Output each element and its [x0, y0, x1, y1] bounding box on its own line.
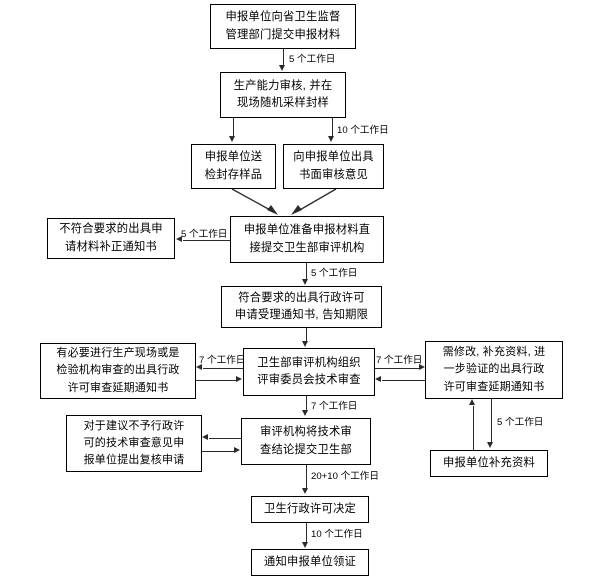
node-onsite-inspection-extension-notice[interactable]: 有必要进行生产现场或是 检验机构审查的出具行政 许可审查延期通知书 [40, 343, 196, 399]
arrowhead-n12-n14 [302, 488, 309, 494]
node-ministry-technical-review[interactable]: 卫生部审评机构组织 评审委员会技术审查 [243, 348, 375, 396]
edge-label-n9-n12: 7 个工作日 [311, 401, 358, 412]
node-line: 请材料补正通知书 [65, 240, 157, 253]
edge-n2-n3 [233, 118, 234, 137]
node-issue-written-opinion[interactable]: 向申报单位出具 书面审核意见 [283, 144, 384, 189]
node-line: 申请受理通知书, 告知期限 [234, 309, 369, 321]
edge-label-n2-n4: 10 个工作日 [337, 125, 389, 136]
arrowhead-n7-n9 [302, 341, 309, 347]
node-line: 不符合要求的出具申 [59, 223, 163, 235]
edge-n6-n5 [183, 240, 230, 241]
edge-label-n9-n10: 7 个工作日 [376, 355, 423, 366]
node-submit-conclusion-to-ministry[interactable]: 审评机构将技术审 查结论提交卫生部 [241, 418, 371, 465]
arrowhead-n10-n9 [375, 376, 381, 383]
arrowhead-n6-n5 [176, 236, 182, 243]
node-line: 检封存样品 [204, 168, 263, 181]
node-line: 申报单位向省卫生监督 [225, 11, 341, 23]
arrowhead-n9-n8 [196, 364, 202, 371]
arrowhead-n1-n2 [279, 65, 286, 71]
node-line: 卫生行政许可决定 [264, 502, 356, 515]
node-line: 符合要求的出具行政许可 [238, 291, 365, 304]
node-line: 许可审查延期通知书 [443, 380, 545, 393]
node-line: 书面审核意见 [299, 168, 368, 181]
node-line: 接提交卫生部审评机构 [249, 241, 365, 254]
node-line: 可的技术审查意见申 [83, 436, 185, 449]
edge-label-n9-n8: 7 个工作日 [199, 355, 246, 366]
edge-n3-n6 [231, 188, 278, 215]
arrowhead-n10-n13 [487, 442, 494, 448]
edge-n14-n15 [306, 523, 307, 542]
arrowhead-n13-n10 [469, 399, 476, 405]
edge-n1-n2 [283, 49, 284, 66]
arrowhead-n2-n4 [328, 136, 335, 142]
arrowhead-n12-n11 [202, 434, 208, 441]
node-prepare-submit-to-ministry[interactable]: 申报单位准备申报材料直 接提交卫生部审评机构 [230, 216, 384, 263]
node-line: 许可审查延期通知书 [67, 381, 169, 394]
node-send-sealed-samples[interactable]: 申报单位送 检封存样品 [191, 144, 276, 189]
node-line: 卫生部审评机构组织 [257, 356, 361, 369]
edge-n2-n4 [332, 118, 333, 137]
arrowhead-n6-n7 [302, 279, 309, 285]
arrowhead-n11-n12 [234, 447, 240, 454]
node-capacity-review-sampling[interactable]: 生产能力审核, 并在 现场随机采样封样 [220, 72, 346, 118]
edge-label-n14-n15: 10 个工作日 [311, 529, 363, 540]
node-line: 需修改, 补充资料, 进 [442, 346, 546, 359]
node-line: 评审委员会技术审查 [257, 374, 361, 386]
node-line: 管理部门提交申报材料 [225, 28, 341, 41]
edge-label-n6-n5: 5 个工作日 [181, 229, 228, 240]
node-notify-collect-license[interactable]: 通知申报单位领证 [251, 549, 369, 576]
node-line: 生产能力审核, 并在 [233, 79, 333, 92]
arrowhead-n2-n3 [229, 136, 236, 142]
node-line: 检验机构审查的出具行政 [56, 364, 180, 377]
node-noncompliant-correction-notice[interactable]: 不符合要求的出具申 请材料补正通知书 [47, 218, 175, 259]
edge-n13-n10 [473, 406, 474, 450]
node-compliant-acceptance-notice[interactable]: 符合要求的出具行政许可 申请受理通知书, 告知期限 [221, 286, 382, 328]
edge-n11-n12 [202, 451, 234, 452]
node-line: 审评机构将技术审 [260, 426, 352, 438]
edge-label-n12-n14: 20+10 个工作日 [311, 471, 379, 482]
edge-n10-n9 [382, 380, 425, 381]
arrowhead-n9-n10 [419, 364, 425, 371]
node-line: 现场随机采样封样 [237, 97, 329, 109]
node-revision-supplement-extension-notice[interactable]: 需修改, 补充资料, 进 一步验证的出具行政 许可审查延期通知书 [425, 341, 563, 399]
node-applicant-supplement-materials[interactable]: 申报单位补充资料 [430, 450, 548, 477]
edge-label-n10-n13: 5 个工作日 [497, 417, 544, 428]
edge-n9-n10 [375, 368, 419, 369]
arrowhead-n9-n12 [302, 410, 309, 416]
node-administrative-decision[interactable]: 卫生行政许可决定 [251, 496, 369, 523]
node-line: 申报单位补充资料 [443, 456, 535, 469]
edge-n12-n11 [209, 438, 241, 439]
edge-n4-n6 [291, 188, 337, 215]
edge-n9-n8 [203, 368, 243, 369]
edge-label-n1-n2: 5 个工作日 [289, 54, 336, 65]
arrowhead-n14-n15 [302, 542, 309, 548]
edge-n6-n7 [306, 263, 307, 280]
node-line: 报单位提出复核申请 [83, 454, 185, 467]
edge-n10-n13 [491, 399, 492, 442]
node-line: 申报单位送 [204, 151, 263, 163]
node-reconsideration-request[interactable]: 对于建议不予行政许 可的技术审查意见申 报单位提出复核申请 [66, 415, 202, 472]
node-line: 向申报单位出具 [293, 151, 374, 163]
edge-n12-n14 [306, 465, 307, 488]
edge-n8-n9 [196, 380, 236, 381]
node-line: 查结论提交卫生部 [260, 443, 352, 456]
edge-n7-n9 [306, 328, 307, 342]
node-line: 申报单位准备申报材料直 [243, 224, 371, 236]
arrowhead-n8-n9 [236, 376, 242, 383]
node-line: 有必要进行生产现场或是 [56, 347, 180, 360]
node-line: 一步验证的出具行政 [443, 363, 545, 376]
node-line: 对于建议不予行政许 [83, 419, 185, 432]
edge-label-n6-n7: 5 个工作日 [311, 268, 358, 279]
node-submit-to-province[interactable]: 申报单位向省卫生监督 管理部门提交申报材料 [210, 4, 356, 49]
edge-n9-n12 [306, 396, 307, 411]
node-line: 通知申报单位领证 [264, 555, 356, 568]
